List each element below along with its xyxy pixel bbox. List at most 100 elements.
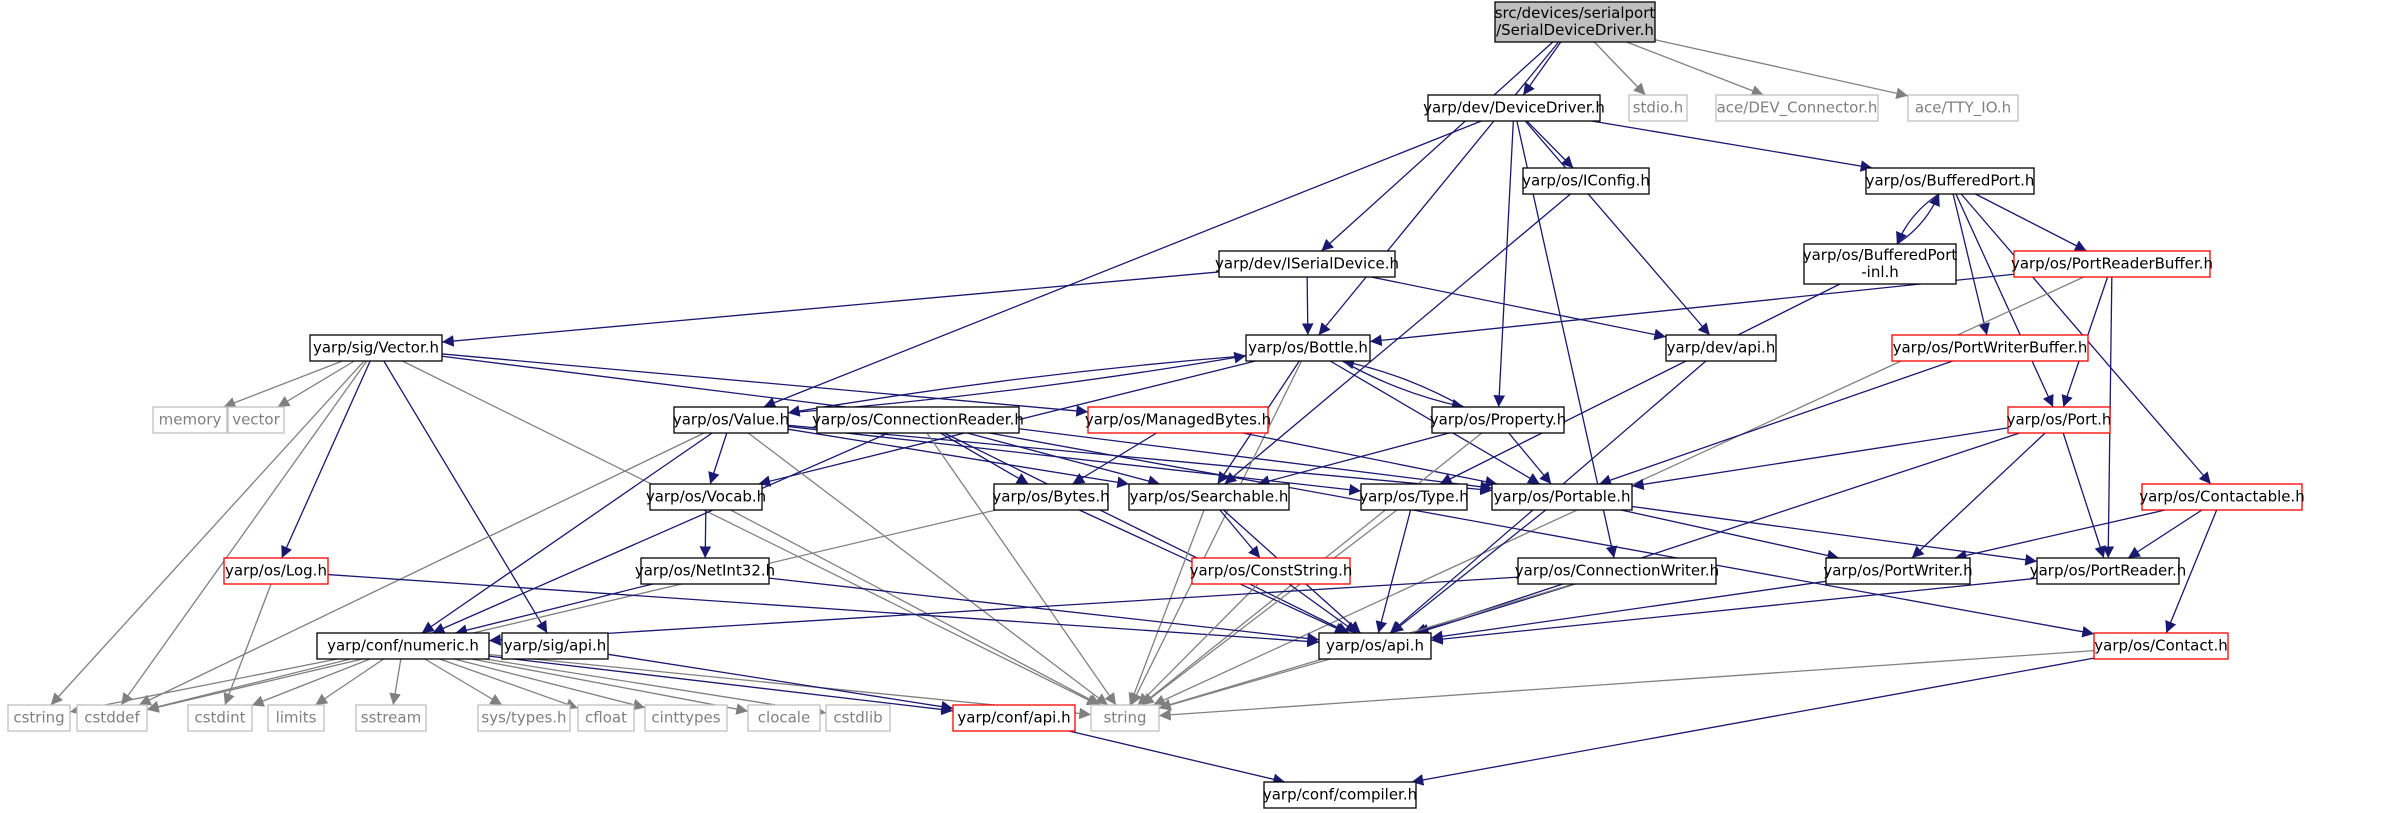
node-memory: memory (152, 406, 228, 434)
node-bufferedport[interactable]: yarp/os/BufferedPort.h (1865, 167, 2035, 195)
node-box-searchable (1128, 483, 1290, 511)
node-label-limits: limits (276, 709, 317, 727)
edge-searchable-to-string (1128, 509, 1205, 706)
node-label-ttyio: ace/TTY_IO.h (1915, 99, 2011, 118)
node-box-portwriterbuffer (1891, 334, 2089, 362)
edge-managedbytes-to-bytes (1072, 432, 1157, 485)
node-portwriter[interactable]: yarp/os/PortWriter.h (1823, 557, 1973, 585)
edge-searchable-to-conststring (1219, 509, 1261, 559)
edge-devicedriver-to-iconfig (1526, 120, 1574, 169)
node-label-vector: yarp/sig/Vector.h (313, 339, 439, 357)
node-label-managedbytes: yarp/os/ManagedBytes.h (1085, 411, 1271, 429)
edge-managedbytes-to-portable (1242, 432, 1498, 488)
node-portable[interactable]: yarp/os/Portable.h (1491, 483, 1633, 511)
node-numeric[interactable]: yarp/conf/numeric.h (316, 632, 490, 660)
node-box-port (2007, 406, 2111, 434)
node-cstdlib: cstdlib (825, 704, 891, 732)
node-label-numeric: yarp/conf/numeric.h (327, 637, 479, 655)
node-label-portreaderbuffer: yarp/os/PortReaderBuffer.h (2011, 255, 2213, 273)
node-devicedriver[interactable]: yarp/dev/DeviceDriver.h (1423, 94, 1605, 122)
node-label-devicedriver: yarp/dev/DeviceDriver.h (1423, 99, 1605, 117)
node-box-osapi (1318, 632, 1432, 660)
node-osapi[interactable]: yarp/os/api.h (1318, 632, 1432, 660)
node-bufferedportinl[interactable]: yarp/os/BufferedPort-inl.h (1803, 243, 1958, 285)
node-conststring[interactable]: yarp/os/ConstString.h (1190, 557, 1353, 585)
node-connwriter[interactable]: yarp/os/ConnectionWriter.h (1515, 557, 1719, 585)
node-label-contact: yarp/os/Contact.h (2094, 637, 2228, 655)
edge-connwriter-to-numeric (488, 576, 1519, 646)
node-value[interactable]: yarp/os/Value.h (673, 406, 789, 434)
node-portreader[interactable]: yarp/os/PortReader.h (2030, 557, 2187, 585)
node-netint32[interactable]: yarp/os/NetInt32.h (635, 557, 775, 585)
edge-numeric-to-cinttypes (453, 658, 646, 711)
node-vocab[interactable]: yarp/os/Vocab.h (646, 483, 766, 511)
edge-numeric-to-clocale (471, 658, 749, 715)
edge-bufferedportinl-to-bufferedport (1896, 193, 1940, 245)
node-iserial[interactable]: yarp/dev/ISerialDevice.h (1215, 250, 1399, 278)
node-iconfig[interactable]: yarp/os/IConfig.h (1522, 167, 1650, 195)
edge-bottle-to-property (1341, 360, 1464, 411)
edge-iserial-to-vector (441, 271, 1220, 347)
edge-portable-to-portreader (1631, 505, 2038, 566)
node-compiler[interactable]: yarp/conf/compiler.h (1263, 781, 1417, 809)
nodes-layer: src/devices/serialport/SerialDeviceDrive… (7, 1, 2305, 809)
node-type[interactable]: yarp/os/Type.h (1359, 483, 1469, 511)
node-bytes[interactable]: yarp/os/Bytes.h (992, 483, 1110, 511)
node-box-compiler (1263, 781, 1417, 809)
node-sigapi[interactable]: yarp/sig/api.h (501, 632, 609, 660)
edge-port-to-portable (1631, 427, 2009, 491)
edge-connreader-to-contact (989, 432, 2095, 638)
node-devconn: ace/DEV_Connector.h (1715, 94, 1879, 122)
node-label-cinttypes: cinttypes (651, 709, 720, 727)
edge-portwriter-to-osapi (1430, 580, 1827, 643)
node-managedbytes[interactable]: yarp/os/ManagedBytes.h (1085, 406, 1271, 434)
edge-conststring-to-osapi (1288, 583, 1358, 634)
edge-property-to-bottle (1342, 357, 1465, 408)
node-root[interactable]: src/devices/serialport/SerialDeviceDrive… (1494, 1, 1656, 43)
edge-bufferedport-to-bufferedportinl (1896, 193, 1940, 245)
edge-connreader-to-searchable (966, 432, 1161, 487)
node-portreaderbuffer[interactable]: yarp/os/PortReaderBuffer.h (2011, 250, 2213, 278)
node-label-connreader: yarp/os/ConnectionReader.h (812, 411, 1024, 429)
node-portwriterbuffer[interactable]: yarp/os/PortWriterBuffer.h (1891, 334, 2089, 362)
node-label-systypes: sys/types.h (481, 709, 566, 727)
edge-numeric-to-systypes (424, 658, 503, 706)
node-box-cstring (7, 704, 71, 732)
node-label-value: yarp/os/Value.h (673, 411, 789, 429)
node-searchable[interactable]: yarp/os/Searchable.h (1128, 483, 1290, 511)
edge-numeric-to-cfloat (439, 658, 579, 710)
node-box-netint32 (640, 557, 770, 585)
node-confapi[interactable]: yarp/conf/api.h (952, 704, 1076, 732)
node-box-root (1494, 1, 1656, 43)
node-box-devicedriver (1427, 94, 1601, 122)
node-label-port: yarp/os/Port.h (2007, 411, 2112, 429)
node-label-devconn: ace/DEV_Connector.h (1717, 99, 1878, 118)
node-port[interactable]: yarp/os/Port.h (2007, 406, 2112, 434)
edge-value-to-vocab (708, 432, 728, 485)
node-contactable[interactable]: yarp/os/Contactable.h (2139, 483, 2305, 511)
edge-netint32-to-numeric (455, 583, 653, 636)
node-devapi[interactable]: yarp/dev/api.h (1665, 334, 1777, 362)
node-label-sstream: sstream (361, 709, 421, 727)
edge-property-to-portable (1508, 432, 1552, 485)
node-label-bufferedport: yarp/os/BufferedPort.h (1866, 172, 2035, 190)
node-property[interactable]: yarp/os/Property.h (1430, 406, 1566, 434)
node-box-string (1090, 704, 1160, 732)
node-label-vocab: yarp/os/Vocab.h (646, 488, 766, 506)
edge-contact-to-string (1158, 650, 2095, 721)
edge-value-to-bottle (787, 351, 1247, 414)
node-box-contact (2093, 632, 2229, 660)
node-label-root-0: src/devices/serialport (1495, 4, 1656, 22)
node-connreader[interactable]: yarp/os/ConnectionReader.h (812, 406, 1024, 434)
node-contact[interactable]: yarp/os/Contact.h (2093, 632, 2229, 660)
edge-root-to-ttyio (1654, 39, 1909, 99)
node-log[interactable]: yarp/os/Log.h (223, 557, 329, 585)
node-box-iserial (1218, 250, 1396, 278)
node-label-cstdint: cstdint (194, 709, 245, 727)
edge-devicedriver-to-value (763, 120, 1482, 409)
node-vector[interactable]: yarp/sig/Vector.h (309, 334, 443, 362)
edge-connreader-to-string (926, 432, 1117, 706)
edge-numeric-to-confapi (488, 655, 954, 716)
node-bottle[interactable]: yarp/os/Bottle.h (1245, 334, 1371, 362)
edge-portable-to-portwriter (1620, 509, 1840, 562)
